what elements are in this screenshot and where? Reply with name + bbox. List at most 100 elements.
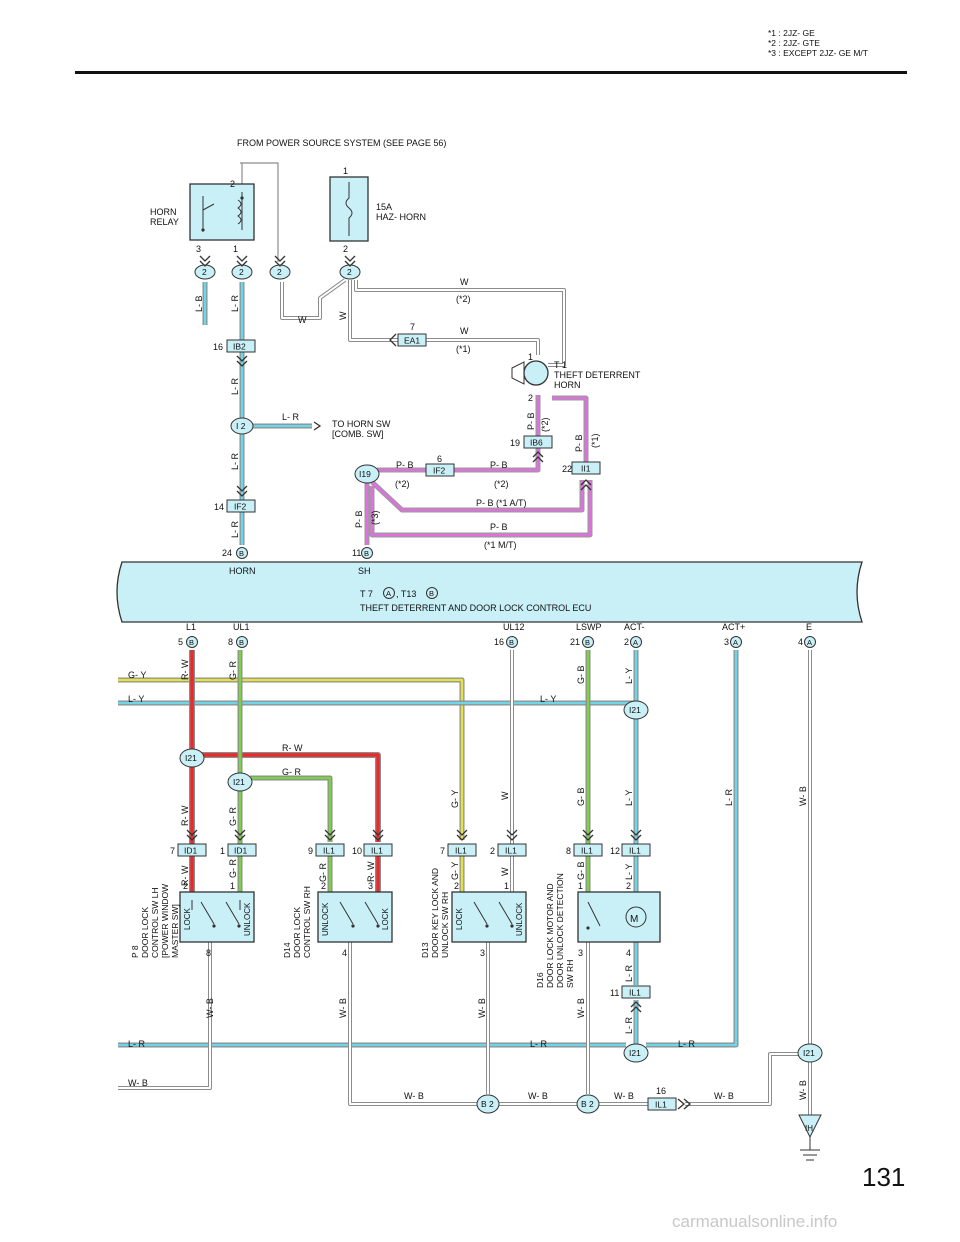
header-rule [75, 71, 907, 74]
pin-il1-9: 9 [308, 846, 313, 856]
pin-d13-2: 2 [454, 881, 459, 891]
jc-i2: I 2 [236, 421, 246, 431]
pin-p8-8: 8 [206, 948, 211, 958]
jc-i21-d: I21 [629, 1048, 641, 1058]
d14-name-0: D14 [282, 942, 292, 958]
wire-label-lr-b1: L- R [128, 1039, 146, 1049]
jc-relay-3: 2 [202, 267, 207, 277]
term-horn: HORN [229, 566, 256, 576]
pin-p8-2: 2 [183, 881, 188, 891]
wire-label-n1-1: (*1) [456, 344, 471, 354]
vlabel-ly-1: L- Y [624, 668, 634, 684]
wire-label-ly-h2: L- Y [540, 694, 556, 704]
ecu-pin-lswp: B [585, 638, 590, 647]
jc-i21-c: I21 [629, 705, 641, 715]
p8-name-3: [POWER WINDOW [160, 884, 170, 958]
pin-ii1: 22 [562, 464, 572, 474]
vlabel-n1: (*1) [590, 433, 600, 448]
wire-label-gy-h: G- Y [128, 670, 146, 680]
watermark: carmanualsonline.info [672, 1212, 838, 1231]
pin-horn-1: 1 [528, 352, 533, 362]
d13-name-2: UNLOCK SW RH [440, 892, 450, 958]
ecu-pin-ul1: B [239, 638, 244, 647]
d14-unlock-label: UNLOCK [321, 902, 330, 936]
pin-relay-2: 2 [230, 179, 235, 189]
d16-name-2: DOOR UNLOCK DETECTION [555, 873, 565, 988]
pin-il1-11: 11 [610, 988, 619, 998]
wire-label-lr-b3: L- R [678, 1039, 696, 1049]
note-2: *2 : 2JZ- GTE [768, 38, 820, 48]
vlabel-w: W [338, 311, 348, 320]
pin-il1-10: 10 [352, 846, 362, 856]
p8-name-2: CONTROL SW LH [150, 887, 160, 958]
wire-label-pb-2: P- B [490, 460, 508, 470]
horn-relay-label-1: HORN [150, 207, 177, 217]
switch-p8 [179, 891, 255, 943]
vlabel-wb-2: W- B [205, 998, 215, 1018]
vlabel-w-2: W [500, 791, 510, 800]
jc-i19: I19 [359, 469, 371, 479]
ecu-pin-horn: B [239, 549, 244, 558]
wire-label-lr-b2: L- R [530, 1039, 548, 1049]
d13-name-1: DOOR KEY LOCK AND [430, 868, 440, 958]
wire-label-wb-b5: W- B [714, 1091, 734, 1101]
vlabel-gb-3: G- B [576, 861, 586, 880]
jc-relay-1: 2 [239, 267, 244, 277]
vlabel-lr-1: L- R [230, 294, 240, 312]
pin-d16-4: 4 [626, 948, 631, 958]
vlabel-lr-4: L- R [230, 520, 240, 538]
p8-lock-label: LOCK [183, 908, 192, 930]
variant-notes: *1 : 2JZ- GE *2 : 2JZ- GTE *3 : EXCEPT 2… [768, 28, 868, 58]
ecu-id-b: B [429, 589, 434, 598]
ecu-pin-sh: B [364, 549, 369, 558]
vlabel-gr-4: G- R [318, 863, 328, 882]
pin-il1-16: 16 [656, 1086, 666, 1096]
fuse-label-2: HAZ- HORN [376, 212, 426, 222]
conn-il1-11: IL1 [629, 988, 641, 998]
wire-label-wb-b4: W- B [614, 1091, 634, 1101]
vlabel-gy-1: G- Y [450, 790, 460, 808]
junctions: 2 2 2 2 I 2 I19 I21 I21 I21 I21 I21 B 2 … [179, 264, 823, 1114]
pin-ib6: 19 [510, 438, 520, 448]
conn-if2-a: IF2 [234, 502, 247, 512]
horn-relay-label-2: RELAY [150, 217, 179, 227]
pin-d16-1: 1 [578, 881, 583, 891]
vertical-labels: L- B L- R W L- R L- R L- R P- B (*2) P- … [130, 294, 808, 1100]
pin-d14-3: 3 [368, 881, 373, 891]
text-labels: FROM POWER SOURCE SYSTEM (SEE PAGE 56) H… [128, 138, 813, 1133]
vlabel-lr-6: L- R [624, 964, 634, 982]
jc-fuse-2: 2 [347, 267, 352, 277]
theft-horn-label-3: HORN [554, 380, 581, 390]
vlabel-gr-1: G- R [228, 661, 238, 680]
connector-boxes: IB2 EA1 IF2 IF2 IB6 II1 ID1 ID1 IL1 IL1 … [177, 333, 677, 1111]
wire-label-w-2: W [298, 315, 307, 325]
wire-wb-switches [118, 942, 212, 1090]
vlabel-lr-7: L- R [624, 1016, 634, 1034]
vlabel-ly-3: L- Y [624, 864, 634, 880]
jc-i21-b: I21 [233, 777, 245, 787]
vlabel-wb-5: W- B [576, 998, 586, 1018]
d14-name-1: DOOR LOCK [292, 907, 302, 958]
wire-label-wb-b1: W- B [128, 1078, 148, 1088]
conn-il1-7: IL1 [455, 846, 467, 856]
fuse-haz-horn [329, 176, 369, 242]
wire-label-wb-b2: W- B [404, 1091, 424, 1101]
pin-act-plus: 3 [724, 637, 729, 647]
horn-relay [189, 183, 255, 241]
wire-label-n2-3: (*2) [494, 479, 509, 489]
pin-relay-3: 3 [196, 244, 201, 254]
ecu-band [116, 561, 863, 623]
pin-d16-2: 2 [626, 881, 631, 891]
conn-ea1: EA1 [404, 336, 420, 346]
term-act-plus: ACT+ [722, 622, 745, 632]
wire-label-rw-h: R- W [282, 743, 303, 753]
p8-unlock-label: UNLOCK [243, 902, 252, 936]
conn-il1-10: IL1 [371, 846, 383, 856]
d16-name-3: SW RH [565, 960, 575, 988]
wire-label-w-1: W [460, 277, 469, 287]
wire-label-wb-b3: W- B [528, 1091, 548, 1101]
pin-ea1: 7 [410, 322, 415, 332]
wires [118, 162, 812, 1115]
conn-ii1: II1 [581, 464, 591, 474]
